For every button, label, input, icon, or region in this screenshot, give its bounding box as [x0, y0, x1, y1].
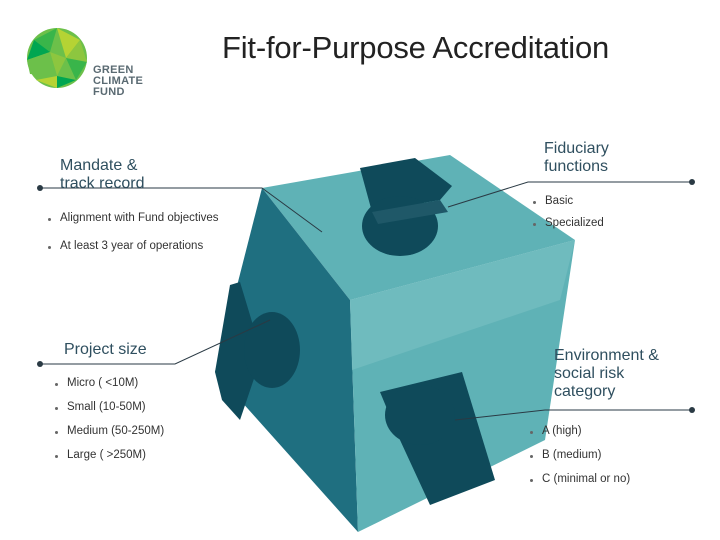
- project-size-heading: Project size: [64, 341, 147, 358]
- list-item: B (medium): [530, 449, 630, 461]
- environment-heading: Environment & social risk category: [554, 347, 659, 401]
- connector-environment: [454, 407, 695, 421]
- fiduciary-heading: Fiduciary functions: [544, 140, 609, 176]
- logo-wordmark: GREEN CLIMATE FUND: [93, 65, 143, 98]
- mandate-heading-line-2: track record: [60, 175, 145, 192]
- connector-mandate: [37, 185, 323, 233]
- list-item: Micro ( <10M): [55, 377, 164, 389]
- list-item: Alignment with Fund objectives: [48, 212, 219, 224]
- list-item: Specialized: [533, 217, 604, 229]
- mandate-heading-line-1: Mandate &: [60, 157, 138, 174]
- puzzle-piece-top: [360, 158, 452, 256]
- slide-title: Fit-for-Purpose Accreditation: [222, 30, 610, 65]
- list-item: Medium (50-250M): [55, 425, 164, 437]
- logo-line-1: GREEN: [93, 64, 134, 76]
- environment-heading-line-2: social risk: [554, 365, 625, 382]
- list-item: Large ( >250M): [55, 449, 164, 461]
- environment-bullet-list: A (high) B (medium) C (minimal or no): [530, 425, 630, 485]
- fiduciary-heading-line-2: functions: [544, 158, 609, 175]
- logo-line-3: FUND: [93, 86, 125, 98]
- list-item: C (minimal or no): [530, 473, 630, 485]
- puzzle-piece-left: [215, 282, 300, 420]
- list-item: Basic: [533, 195, 604, 207]
- environment-heading-line-3: category: [554, 383, 616, 400]
- logo-line-2: CLIMATE: [93, 75, 144, 87]
- list-item: Small (10-50M): [55, 401, 164, 413]
- connector-project-size: [37, 319, 271, 367]
- fiduciary-heading-line-1: Fiduciary: [544, 140, 609, 157]
- list-item: A (high): [530, 425, 630, 437]
- environment-heading-line-1: Environment &: [554, 347, 659, 364]
- globe-icon: [27, 28, 87, 88]
- fiduciary-bullet-list: Basic Specialized: [533, 195, 604, 229]
- list-item: At least 3 year of operations: [48, 240, 219, 252]
- puzzle-piece-bottom: [380, 372, 495, 505]
- mandate-heading: Mandate & track record: [60, 157, 144, 193]
- project-size-bullet-list: Micro ( <10M) Small (10-50M) Medium (50-…: [55, 377, 164, 461]
- mandate-bullet-list: Alignment with Fund objectives At least …: [48, 212, 219, 252]
- connector-fiduciary: [447, 179, 695, 208]
